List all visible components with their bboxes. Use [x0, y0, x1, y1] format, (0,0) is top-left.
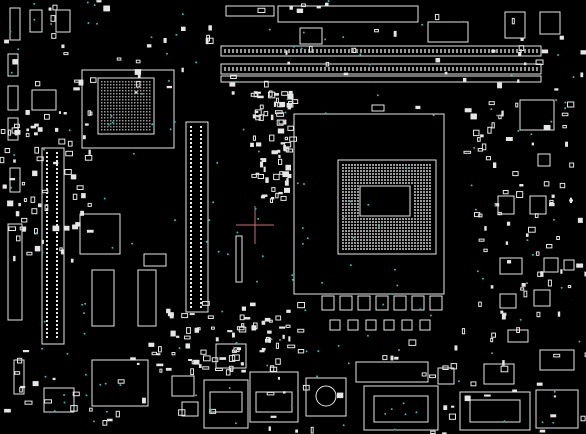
audio-jack: [355, 361, 455, 385]
vrm-inductor-6: [499, 293, 517, 309]
bottom-left-module: [43, 387, 75, 413]
top-right-module-2: [539, 11, 561, 35]
mid-chip-1: [91, 269, 115, 327]
dimm-slot-1: [220, 5, 542, 57]
top-right-module: [504, 11, 526, 39]
left-chip-1: [29, 9, 43, 33]
vrm-chip: [507, 329, 529, 343]
hdmi-connector: [535, 389, 579, 429]
bottom-chip-3: [181, 401, 199, 417]
vga-connector: [363, 385, 439, 431]
narrow-slot: [235, 235, 243, 283]
top-chip: [299, 27, 323, 45]
mid-chip-2: [137, 269, 157, 327]
dimm-slot-2: [220, 63, 542, 83]
mid-chip-3: [143, 253, 167, 267]
capacitor-array: [321, 295, 443, 331]
left-connector-top: [9, 7, 21, 41]
vias: [9, 0, 581, 431]
left-connector-2: [7, 53, 19, 77]
dvi-connector: [459, 391, 531, 431]
right-chip-2: [537, 153, 551, 167]
top-connector: [225, 5, 275, 17]
top-right-chip: [427, 21, 469, 43]
left-vertical-connector: [7, 223, 23, 321]
vrm-inductor-3: [499, 257, 523, 275]
vrm-inductor-4: [543, 257, 559, 273]
vrm-inductor-2: [529, 195, 547, 215]
left-chip-2: [55, 9, 71, 33]
lan-port: [249, 371, 299, 423]
super-io-chip: [79, 213, 121, 255]
usb-connector: [203, 379, 249, 429]
left-bottom-connector: [13, 359, 25, 395]
left-connector-3: [7, 85, 19, 111]
vrm-inductor-7: [533, 289, 551, 307]
lga-socket: [293, 113, 445, 295]
left-pin-header: [41, 147, 65, 345]
io-chip-1: [483, 363, 515, 385]
crosshair-cursor: [236, 206, 274, 244]
vrm-inductor-5: [563, 259, 575, 271]
left-connector-4: [7, 117, 19, 141]
left-chip-3: [31, 89, 57, 111]
bottom-chip-2: [171, 375, 195, 397]
ps2-connector: [305, 377, 347, 417]
bga-chipset: [81, 69, 175, 149]
bottom-left-chip: [91, 359, 149, 407]
vrm-inductor-1: [497, 195, 515, 215]
center-pin-header: [185, 121, 209, 313]
io-chip-2: [539, 349, 575, 371]
socket-cap: [371, 104, 385, 112]
right-chip-1: [519, 99, 555, 131]
